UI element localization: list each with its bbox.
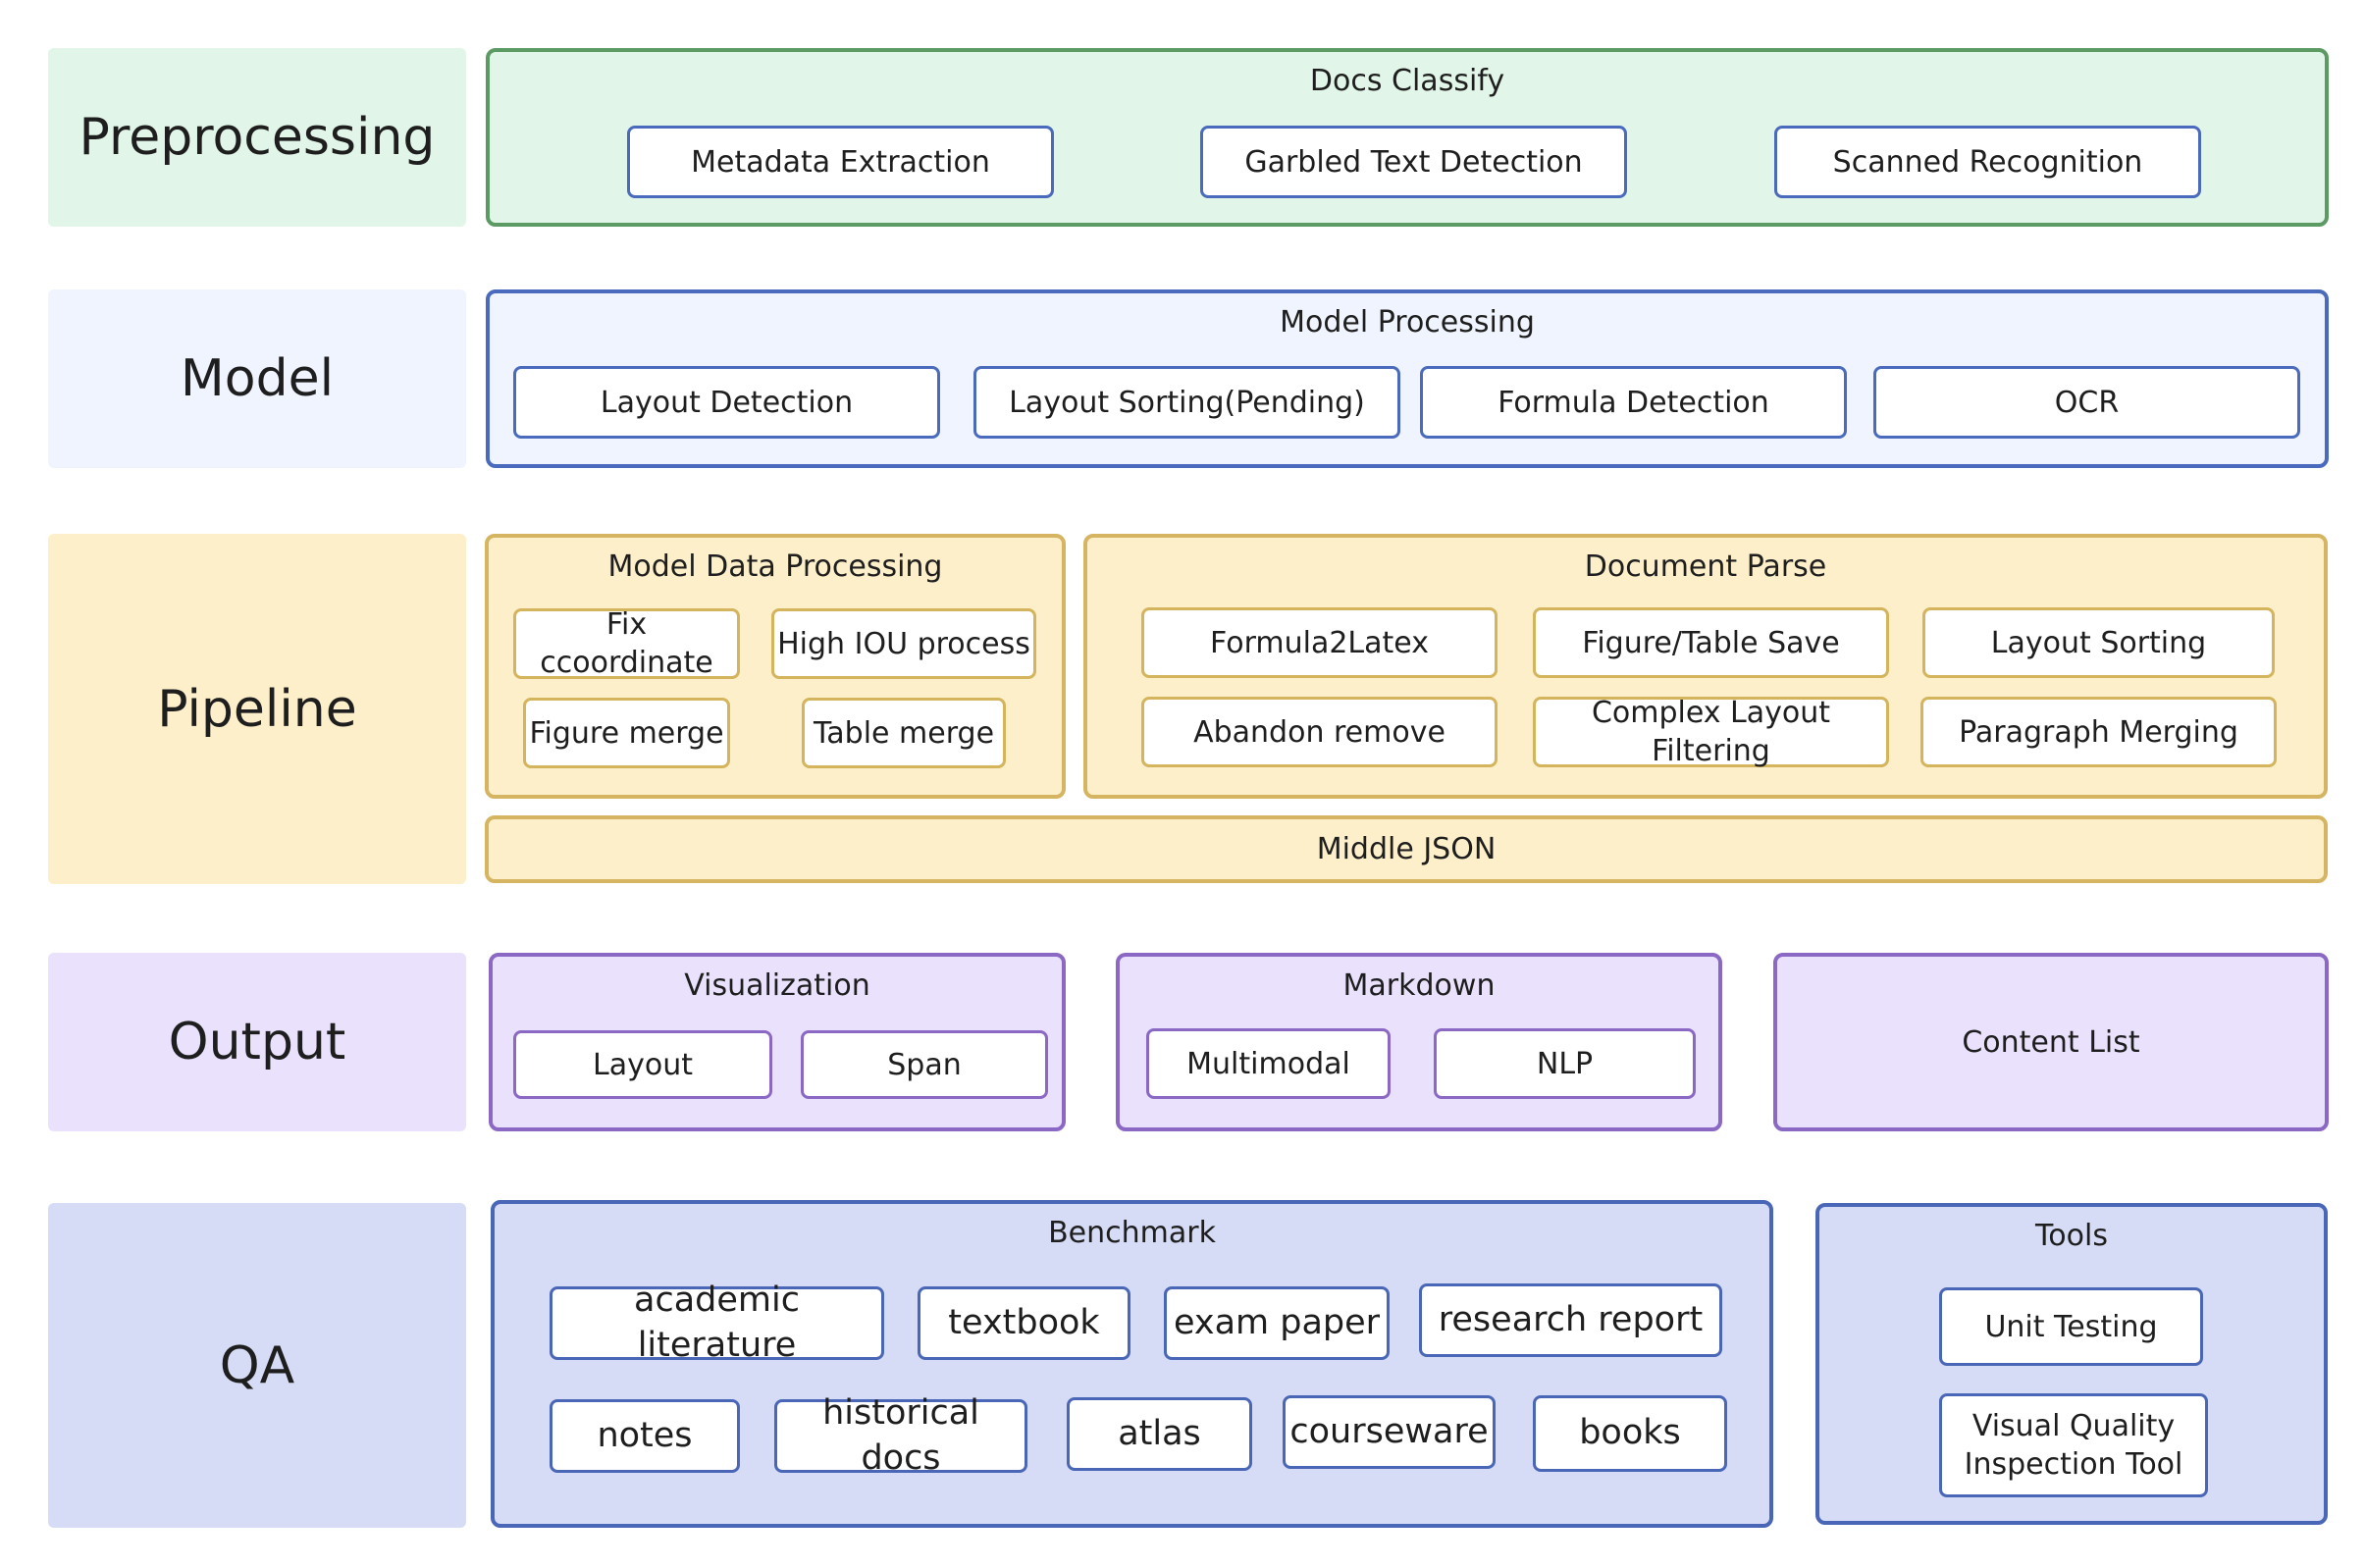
layer-label-model: Model <box>48 289 466 468</box>
figure-merge-box: Figure merge <box>523 698 730 768</box>
exam-paper-box: exam paper <box>1164 1286 1390 1360</box>
garbled-text-detection-box: Garbled Text Detection <box>1200 126 1627 198</box>
span-output-box: Span <box>801 1030 1048 1099</box>
atlas-box: atlas <box>1067 1397 1252 1471</box>
paragraph-merging-box: Paragraph Merging <box>1920 697 2277 767</box>
textbook-box: textbook <box>918 1286 1130 1360</box>
abandon-remove-box: Abandon remove <box>1141 697 1498 767</box>
visualization-title: Visualization <box>684 968 870 1003</box>
metadata-extraction-box: Metadata Extraction <box>627 126 1054 198</box>
document-parse-title: Document Parse <box>1584 549 1827 584</box>
layer-label-output: Output <box>48 953 466 1131</box>
tools-title: Tools <box>2035 1219 2108 1253</box>
layout-detection-box: Layout Detection <box>513 366 940 439</box>
high-iou-process-box: High IOU process <box>771 608 1036 679</box>
benchmark-title: Benchmark <box>1048 1216 1216 1250</box>
complex-layout-filtering-box: Complex Layout Filtering <box>1533 696 1889 768</box>
table-merge-box: Table merge <box>802 698 1006 768</box>
academic-literature-box: academic literature <box>550 1281 884 1365</box>
notes-box: notes <box>550 1399 740 1473</box>
figure-table-save-box: Figure/Table Save <box>1533 607 1889 678</box>
layer-label-pipeline: Pipeline <box>48 534 466 884</box>
layout-output-box: Layout <box>513 1030 772 1099</box>
content-list-box: Content List <box>1773 953 2329 1131</box>
benchmark-panel: Benchmark <box>491 1200 1773 1528</box>
ocr-box: OCR <box>1873 366 2300 439</box>
layout-sorting-box: Layout Sorting <box>1922 607 2275 678</box>
layer-label-preprocessing: Preprocessing <box>48 48 466 227</box>
multimodal-box: Multimodal <box>1146 1028 1391 1099</box>
research-report-box: research report <box>1419 1283 1722 1357</box>
formula-detection-box: Formula Detection <box>1420 366 1847 439</box>
scanned-recognition-box: Scanned Recognition <box>1774 126 2201 198</box>
model-data-processing-title: Model Data Processing <box>607 549 943 584</box>
middle-json-box: Middle JSON <box>485 815 2328 883</box>
nlp-box: NLP <box>1434 1028 1696 1099</box>
layout-sorting-pending-box: Layout Sorting(Pending) <box>973 366 1400 439</box>
courseware-box: courseware <box>1283 1395 1496 1469</box>
markdown-title: Markdown <box>1342 968 1496 1003</box>
books-box: books <box>1533 1395 1727 1472</box>
layer-label-qa: QA <box>48 1203 466 1528</box>
unit-testing-box: Unit Testing <box>1939 1287 2203 1366</box>
visual-quality-inspection-tool-box: Visual Quality Inspection Tool <box>1939 1393 2208 1497</box>
fix-coordinate-box: Fix ccoordinate <box>513 607 740 680</box>
historical-docs-box: historical docs <box>774 1393 1027 1478</box>
docs-classify-title: Docs Classify <box>1309 64 1505 98</box>
model-processing-title: Model Processing <box>1280 305 1535 340</box>
formula2latex-box: Formula2Latex <box>1141 607 1498 678</box>
